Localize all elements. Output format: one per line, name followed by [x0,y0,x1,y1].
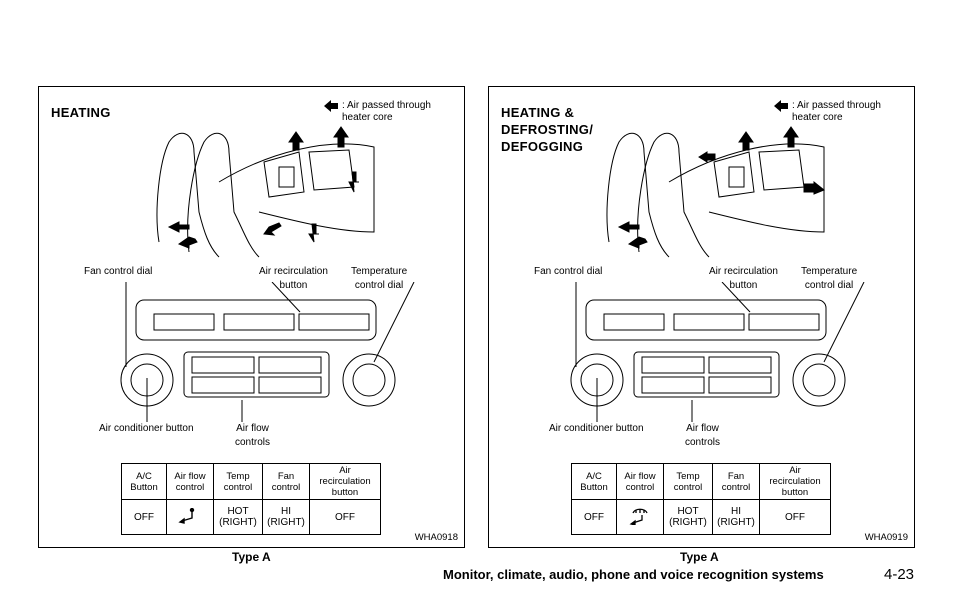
heating-figure: HEATING : Air passed through heater core… [38,86,465,548]
air-conditioner-button-label: Air conditioner button [549,423,644,434]
air-recirculation-button-label: Air recirculation button [259,266,328,291]
legend: : Air passed through heater core [324,100,431,124]
cell-recirculation: OFF [309,499,381,535]
cell-temp: HOT (RIGHT) [213,499,263,535]
foot-airflow-icon [178,507,195,524]
page-number: 4-23 [884,566,915,583]
air-flow-controls-label: Air flow controls [235,423,271,448]
heating-defrosting-figure: HEATING & DEFROSTING/ DEFOGGING : Air pa… [488,86,915,548]
arrow-left-icon [774,100,788,112]
cell-fan: HI (RIGHT) [712,499,760,535]
fan-control-dial-label: Fan control dial [84,266,153,277]
settings-table: A/C Button Air flow control Temp control… [121,463,381,535]
header-air-flow-control: Air flow control [166,463,214,500]
cell-ac: OFF [121,499,167,535]
cell-airflow [616,499,664,535]
air-flow-controls-label: Air flow controls [685,423,721,448]
figure-caption: Type A [232,550,271,564]
cell-ac: OFF [571,499,617,535]
air-recirculation-button-label: Air recirculation button [709,266,778,291]
air-conditioner-button-label: Air conditioner button [99,423,194,434]
header-fan-control: Fan control [262,463,310,500]
cell-recirculation: OFF [759,499,831,535]
header-air-recirculation: Air recirculation button [309,463,381,500]
arrow-left-icon [324,100,338,112]
car-interior-illustration [156,126,375,258]
header-temp-control: Temp control [213,463,263,500]
header-temp-control: Temp control [663,463,713,500]
cell-airflow [166,499,214,535]
temperature-control-dial-label: Temperature control dial [801,266,858,291]
header-air-recirculation: Air recirculation button [759,463,831,500]
section-footer: Monitor, climate, audio, phone and voice… [443,567,824,582]
climate-control-panel [120,282,415,422]
header-ac-button: A/C Button [571,463,617,500]
car-interior-illustration [606,126,825,258]
figure-title: HEATING & DEFROSTING/ DEFOGGING [501,105,594,154]
figure-code: WHA0918 [414,532,458,543]
settings-table: A/C Button Air flow control Temp control… [571,463,831,535]
figure-caption: Type A [680,550,719,564]
figure-code: WHA0919 [864,532,908,543]
defrost-foot-airflow-icon [629,508,648,526]
header-ac-button: A/C Button [121,463,167,500]
fan-control-dial-label: Fan control dial [534,266,603,277]
figure-title: HEATING [51,105,111,120]
legend: : Air passed through heater core [774,100,881,124]
header-fan-control: Fan control [712,463,760,500]
header-air-flow-control: Air flow control [616,463,664,500]
climate-control-panel [570,282,865,422]
cell-temp: HOT (RIGHT) [663,499,713,535]
cell-fan: HI (RIGHT) [262,499,310,535]
temperature-control-dial-label: Temperature control dial [351,266,408,291]
